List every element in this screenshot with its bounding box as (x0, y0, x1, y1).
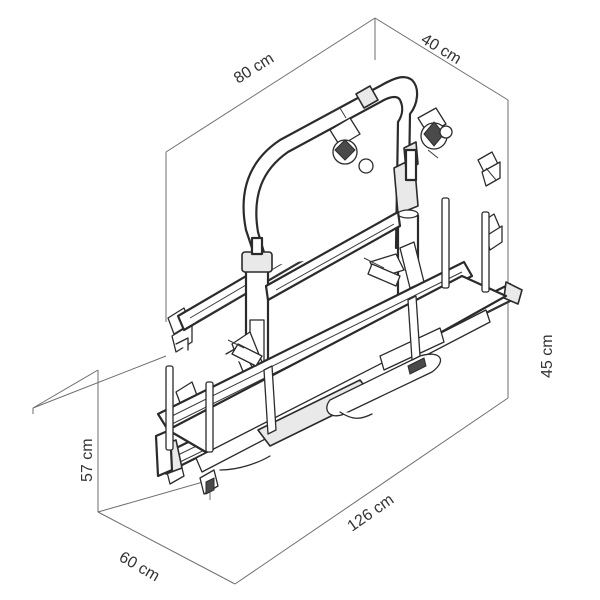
dim-label-depth-top: 40 cm (418, 31, 464, 68)
wheel-strap-left (227, 339, 263, 367)
dim-label-width-top: 80 cm (231, 50, 277, 88)
lower-bracing (219, 295, 421, 471)
bike-clamp-right (417, 107, 453, 159)
dim-label-depth-bottom: 60 cm (116, 549, 162, 586)
wheel-post-back-far (481, 211, 490, 293)
wheel-post-front-left (165, 365, 174, 451)
wall-bracket-top-right (477, 151, 501, 187)
dim-label-height-right: 45 cm (539, 334, 556, 378)
wheel-post-front-mid (205, 381, 214, 453)
bike-rack-illustration (154, 76, 523, 495)
dim-label-height-left: 57 cm (79, 438, 96, 482)
wheel-strap-right (363, 257, 401, 287)
wheel-post-back-right (441, 197, 450, 289)
cross-bar (264, 210, 402, 302)
main-hoop-frame (242, 76, 419, 268)
dim-label-length-bottom: 126 cm (345, 491, 398, 535)
bike-clamp-left (321, 107, 374, 174)
